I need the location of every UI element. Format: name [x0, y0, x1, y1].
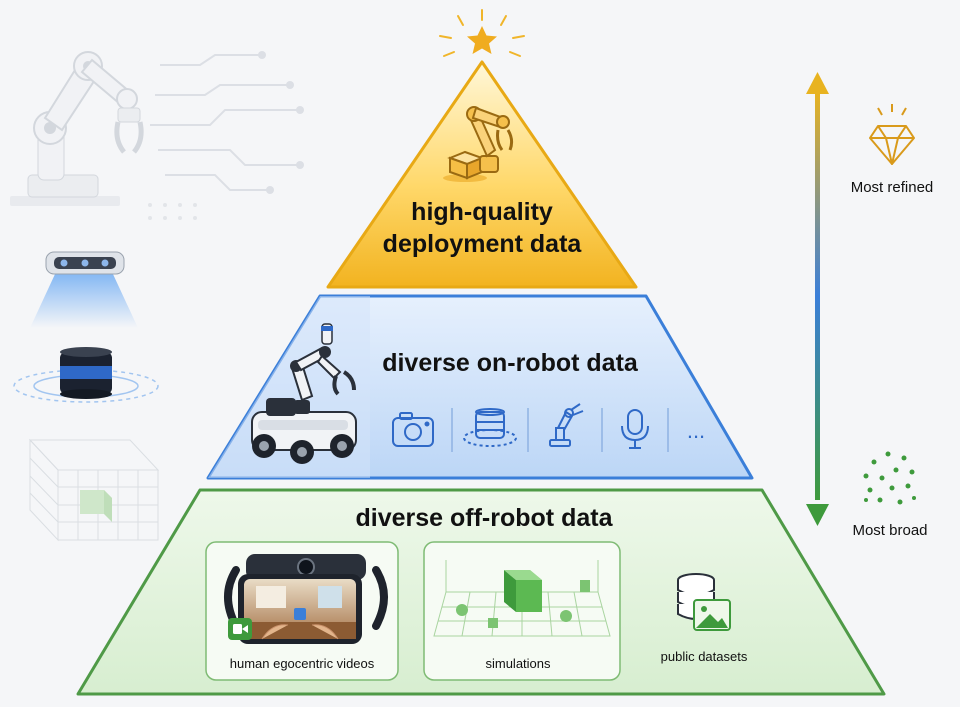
- pyramid-middle-tier: diverse on-robot data: [206, 294, 754, 480]
- depth-camera-icon: [30, 251, 138, 328]
- industrial-robot-arm-icon: [10, 51, 304, 220]
- egocentric-camera-icon: [224, 554, 388, 644]
- scale-top-label: Most refined: [851, 179, 934, 196]
- source-label-egocentric: human egocentric videos: [230, 656, 375, 671]
- source-card-simulations: simulations: [423, 541, 621, 681]
- more-modalities-ellipsis: ...: [687, 418, 705, 443]
- star-icon: [467, 26, 497, 54]
- refinement-scale: Most refined Most broad: [806, 72, 933, 539]
- microphone-icon: [621, 409, 649, 449]
- top-tier-label-line1: high-quality: [411, 198, 553, 226]
- diamond-icon: [869, 104, 915, 165]
- camera-icon: [392, 412, 434, 447]
- sparkle-rays: [439, 9, 525, 57]
- source-label-public-datasets: public datasets: [661, 649, 748, 664]
- source-label-simulations: simulations: [485, 656, 551, 671]
- gripper-robot-icon: [443, 106, 514, 182]
- scale-arrow-up: [806, 72, 829, 94]
- scale-bottom-label: Most broad: [852, 522, 927, 539]
- scale-arrow-shaft: [815, 92, 820, 500]
- database-image-icon: [677, 573, 731, 631]
- simulation-cube-icon: [433, 560, 611, 637]
- bottom-tier-label: diverse off-robot data: [356, 504, 614, 532]
- source-card-egocentric: human egocentric videos: [205, 541, 399, 681]
- scale-arrow-down: [806, 504, 829, 526]
- 3d-grid-cube-icon: [28, 438, 160, 542]
- lidar-icon: [463, 408, 517, 447]
- pyramid-bottom-tier: diverse off-robot data human egocentric …: [76, 488, 886, 696]
- scatter-dots-icon: [863, 451, 916, 505]
- middle-tier-label: diverse on-robot data: [382, 349, 639, 377]
- source-public-datasets: public datasets: [661, 573, 748, 664]
- robot-arm-icon: [549, 403, 584, 447]
- mobile-robot-icon: [251, 323, 357, 464]
- lidar-sensor-icon: [13, 347, 159, 403]
- pyramid-top-tier: high-quality deployment data: [326, 9, 638, 289]
- top-tier-label-line2: deployment data: [383, 230, 583, 258]
